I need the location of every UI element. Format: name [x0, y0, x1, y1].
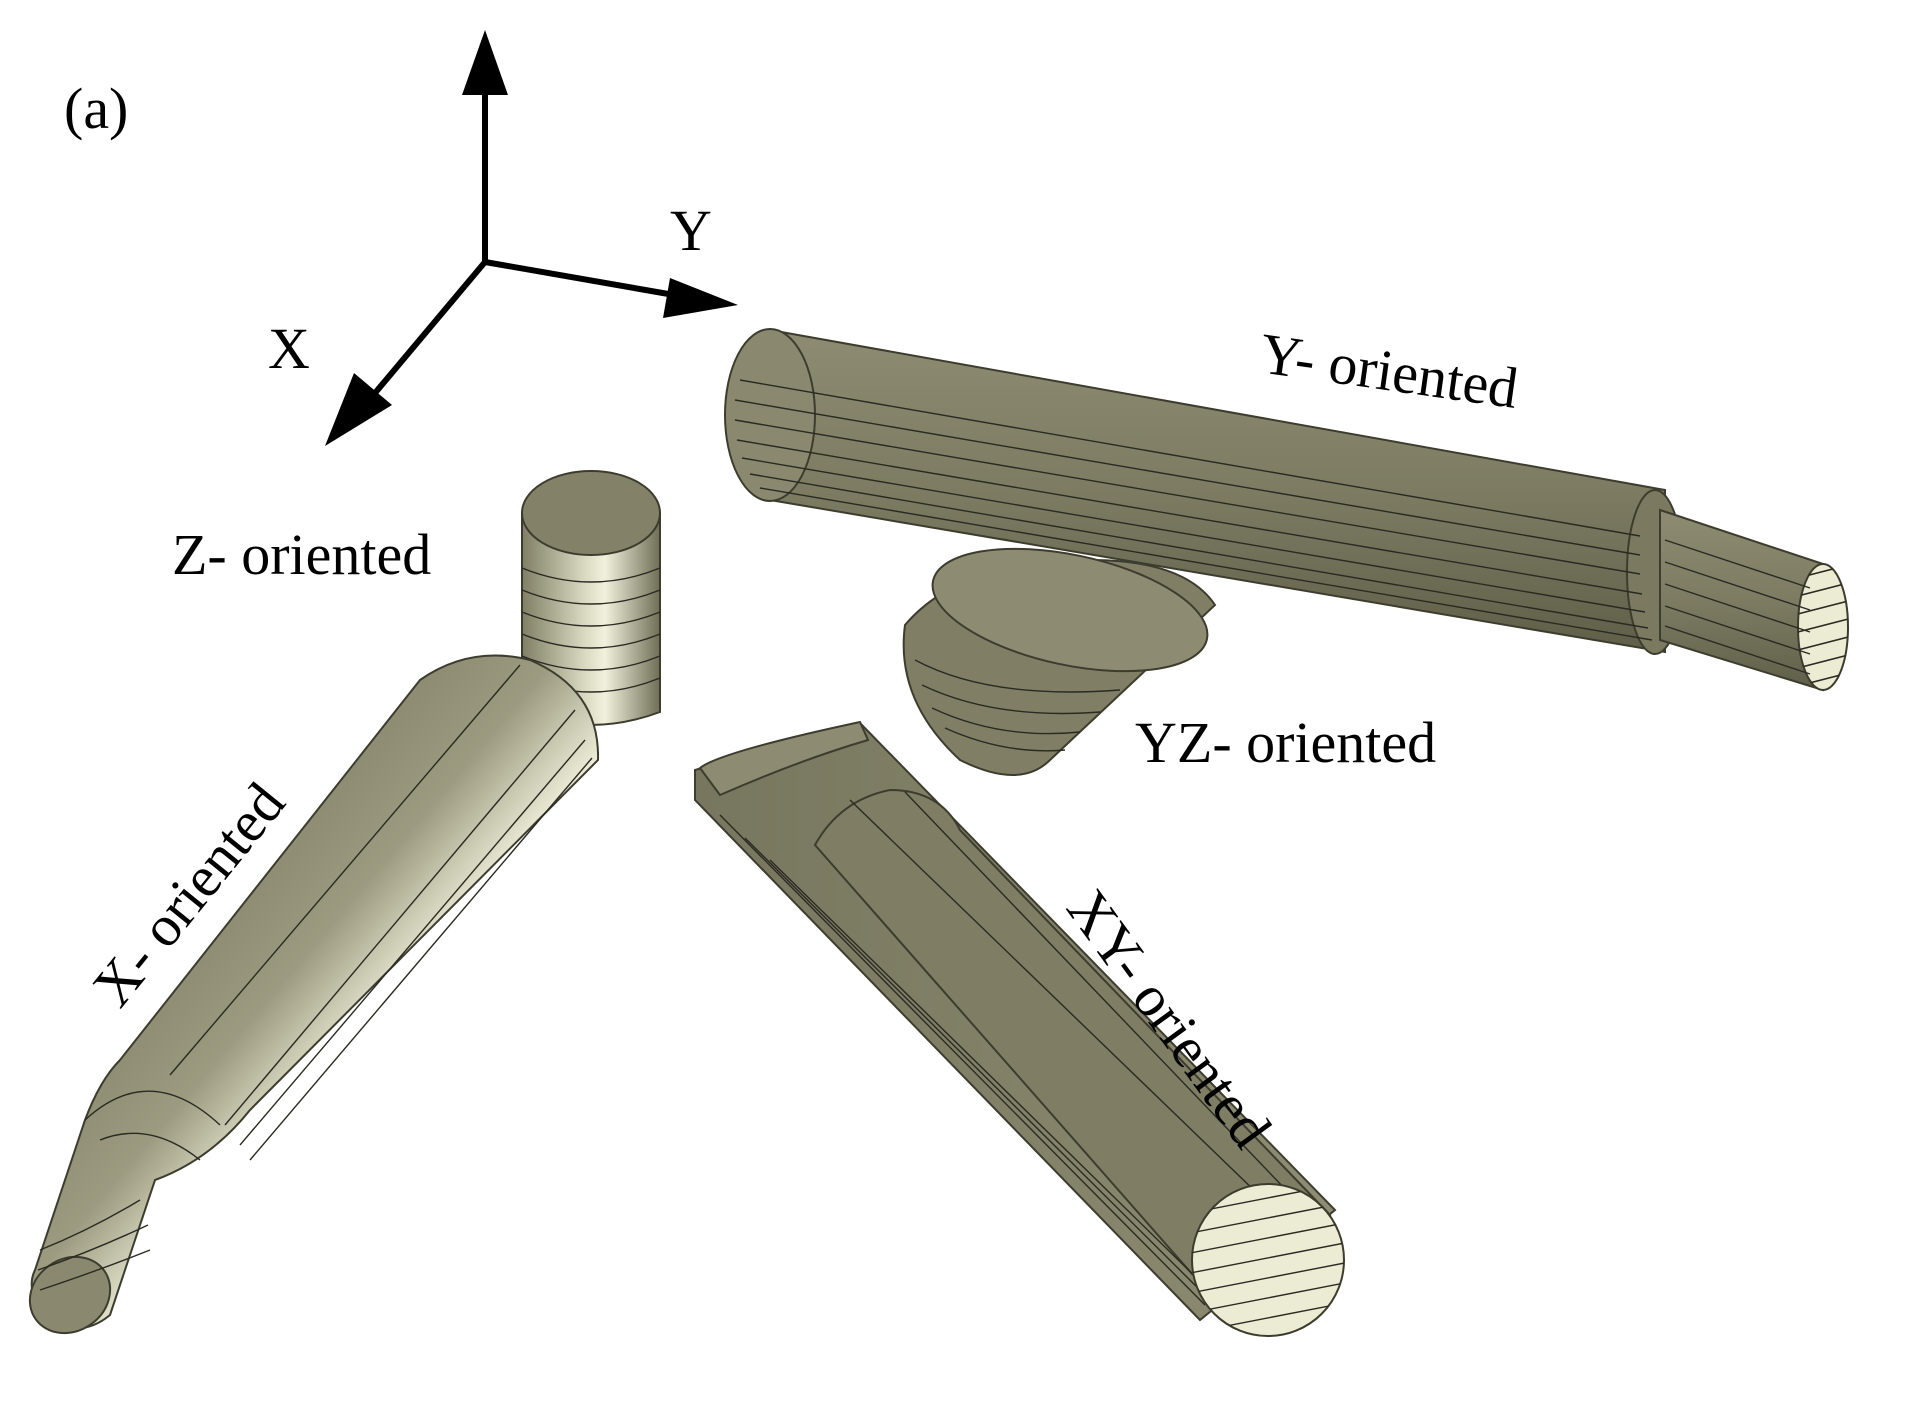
- panel-label: (a): [64, 76, 128, 141]
- x-oriented-part: [28, 654, 600, 1335]
- y-axis-arrowhead: [663, 278, 738, 318]
- xy-oriented-part: [694, 720, 1345, 1337]
- x-axis-label: X: [268, 316, 310, 381]
- y-oriented-label: Y- oriented: [1256, 321, 1522, 421]
- z-oriented-part: [521, 470, 661, 726]
- z-oriented-label: Z- oriented: [172, 522, 431, 587]
- y-axis-label: Y: [670, 198, 712, 263]
- yz-oriented-part: [902, 547, 1217, 776]
- x-axis-arrowhead: [325, 373, 392, 446]
- z-axis-arrowhead: [462, 30, 508, 95]
- yz-oriented-label: YZ- oriented: [1135, 710, 1436, 775]
- y-oriented-part: [724, 328, 1849, 692]
- x-axis-line: [372, 260, 488, 395]
- coordinate-axes: [325, 30, 738, 446]
- y-axis-line: [484, 259, 681, 299]
